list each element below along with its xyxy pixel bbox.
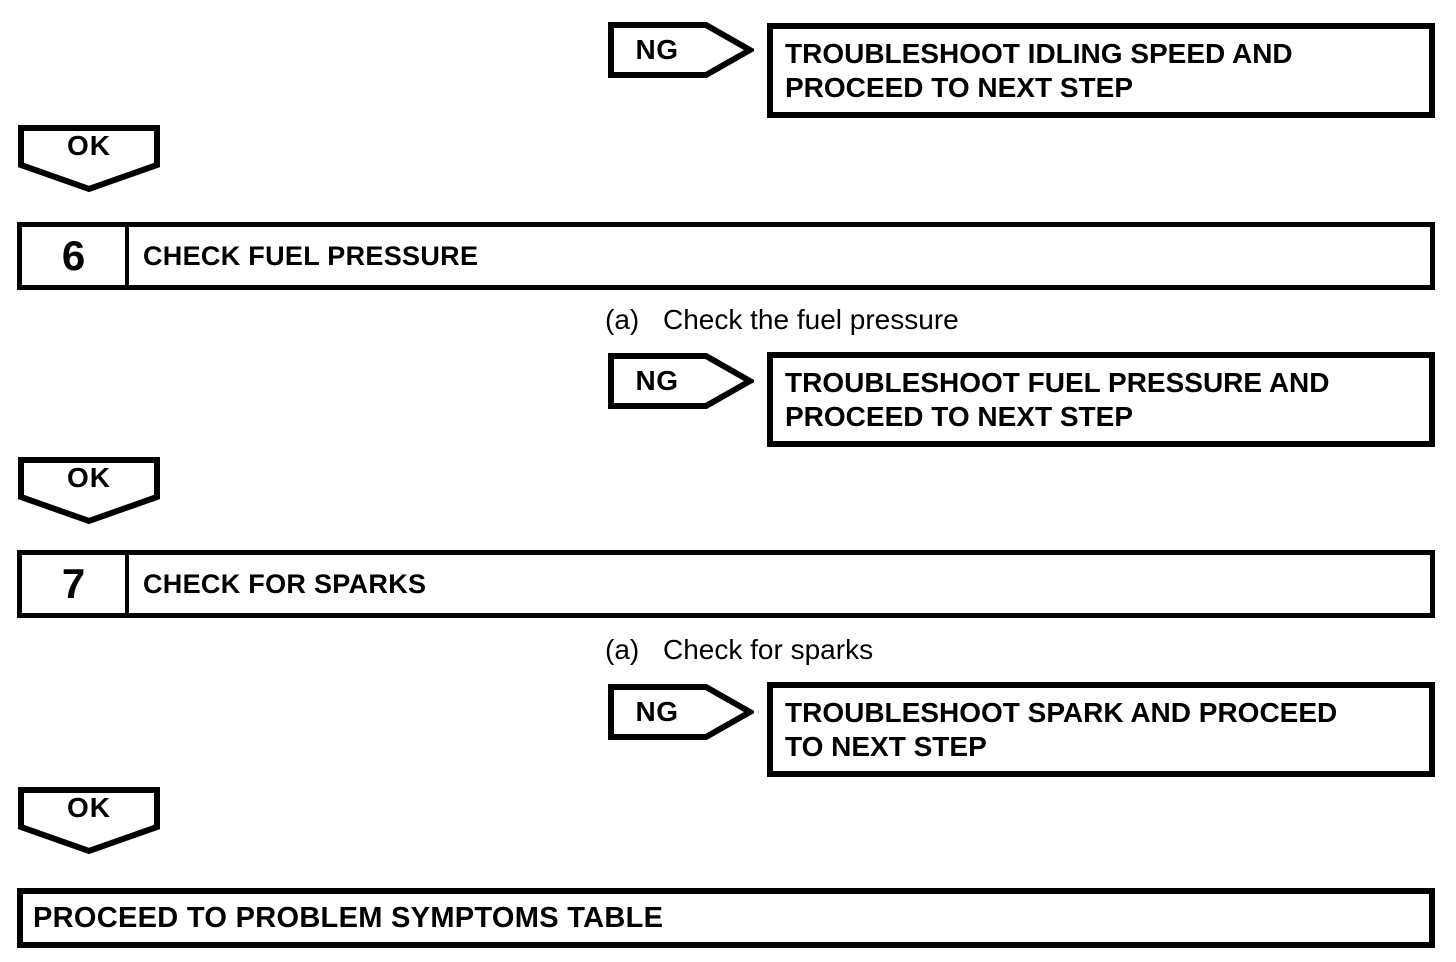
step-box-7: 7 CHECK FOR SPARKS [17, 550, 1435, 618]
step-title: CHECK FOR SPARKS [143, 568, 427, 599]
substep-text: Check for sparks [663, 634, 874, 665]
ng-label: NG [635, 696, 679, 727]
ok-connector-3: OK [18, 787, 162, 857]
ok-arrow-icon [18, 125, 160, 193]
ng-arrow-icon [608, 22, 754, 78]
step-title: CHECK FUEL PRESSURE [143, 240, 479, 271]
ng-arrow-icon [608, 684, 754, 740]
substep-index: (a) [605, 634, 640, 665]
action-box-spark: TROUBLESHOOT SPARK AND PROCEED TO NEXT S… [767, 682, 1435, 777]
substep-fuel-pressure: (a) Check the fuel pressure [605, 303, 959, 337]
step-number-cell: 7 [22, 555, 129, 613]
ok-label: OK [67, 130, 111, 161]
action-text: TROUBLESHOOT IDLING SPEED AND PROCEED TO… [785, 37, 1293, 103]
terminal-text: PROCEED TO PROBLEM SYMPTOMS TABLE [33, 901, 664, 934]
ok-label: OK [67, 792, 111, 823]
ok-label: OK [67, 462, 111, 493]
step-title-cell: CHECK FUEL PRESSURE [129, 227, 1430, 285]
step-number: 6 [61, 232, 86, 279]
substep-index: (a) [605, 304, 640, 335]
ok-connector-1: OK [18, 125, 162, 195]
action-box-idling-speed: TROUBLESHOOT IDLING SPEED AND PROCEED TO… [767, 23, 1435, 118]
action-box-fuel-pressure: TROUBLESHOOT FUEL PRESSURE AND PROCEED T… [767, 352, 1435, 447]
terminal-box: PROCEED TO PROBLEM SYMPTOMS TABLE [17, 888, 1435, 948]
step-number-cell: 6 [22, 227, 129, 285]
ng-branch-3: NG [608, 684, 754, 742]
step-box-6: 6 CHECK FUEL PRESSURE [17, 222, 1435, 290]
ok-arrow-icon [18, 457, 160, 525]
action-text: TROUBLESHOOT FUEL PRESSURE AND PROCEED T… [785, 366, 1330, 432]
ok-arrow-icon [18, 787, 160, 855]
ng-label: NG [635, 34, 679, 65]
action-text: TROUBLESHOOT SPARK AND PROCEED TO NEXT S… [785, 696, 1338, 762]
substep-text: Check the fuel pressure [663, 304, 959, 335]
ng-label: NG [635, 365, 679, 396]
ng-branch-1: NG [608, 22, 754, 80]
ng-arrow-icon [608, 353, 754, 409]
step-number: 7 [61, 560, 86, 607]
ng-branch-2: NG [608, 353, 754, 411]
ok-connector-2: OK [18, 457, 162, 527]
step-title-cell: CHECK FOR SPARKS [129, 555, 1430, 613]
substep-sparks: (a) Check for sparks [605, 633, 873, 667]
